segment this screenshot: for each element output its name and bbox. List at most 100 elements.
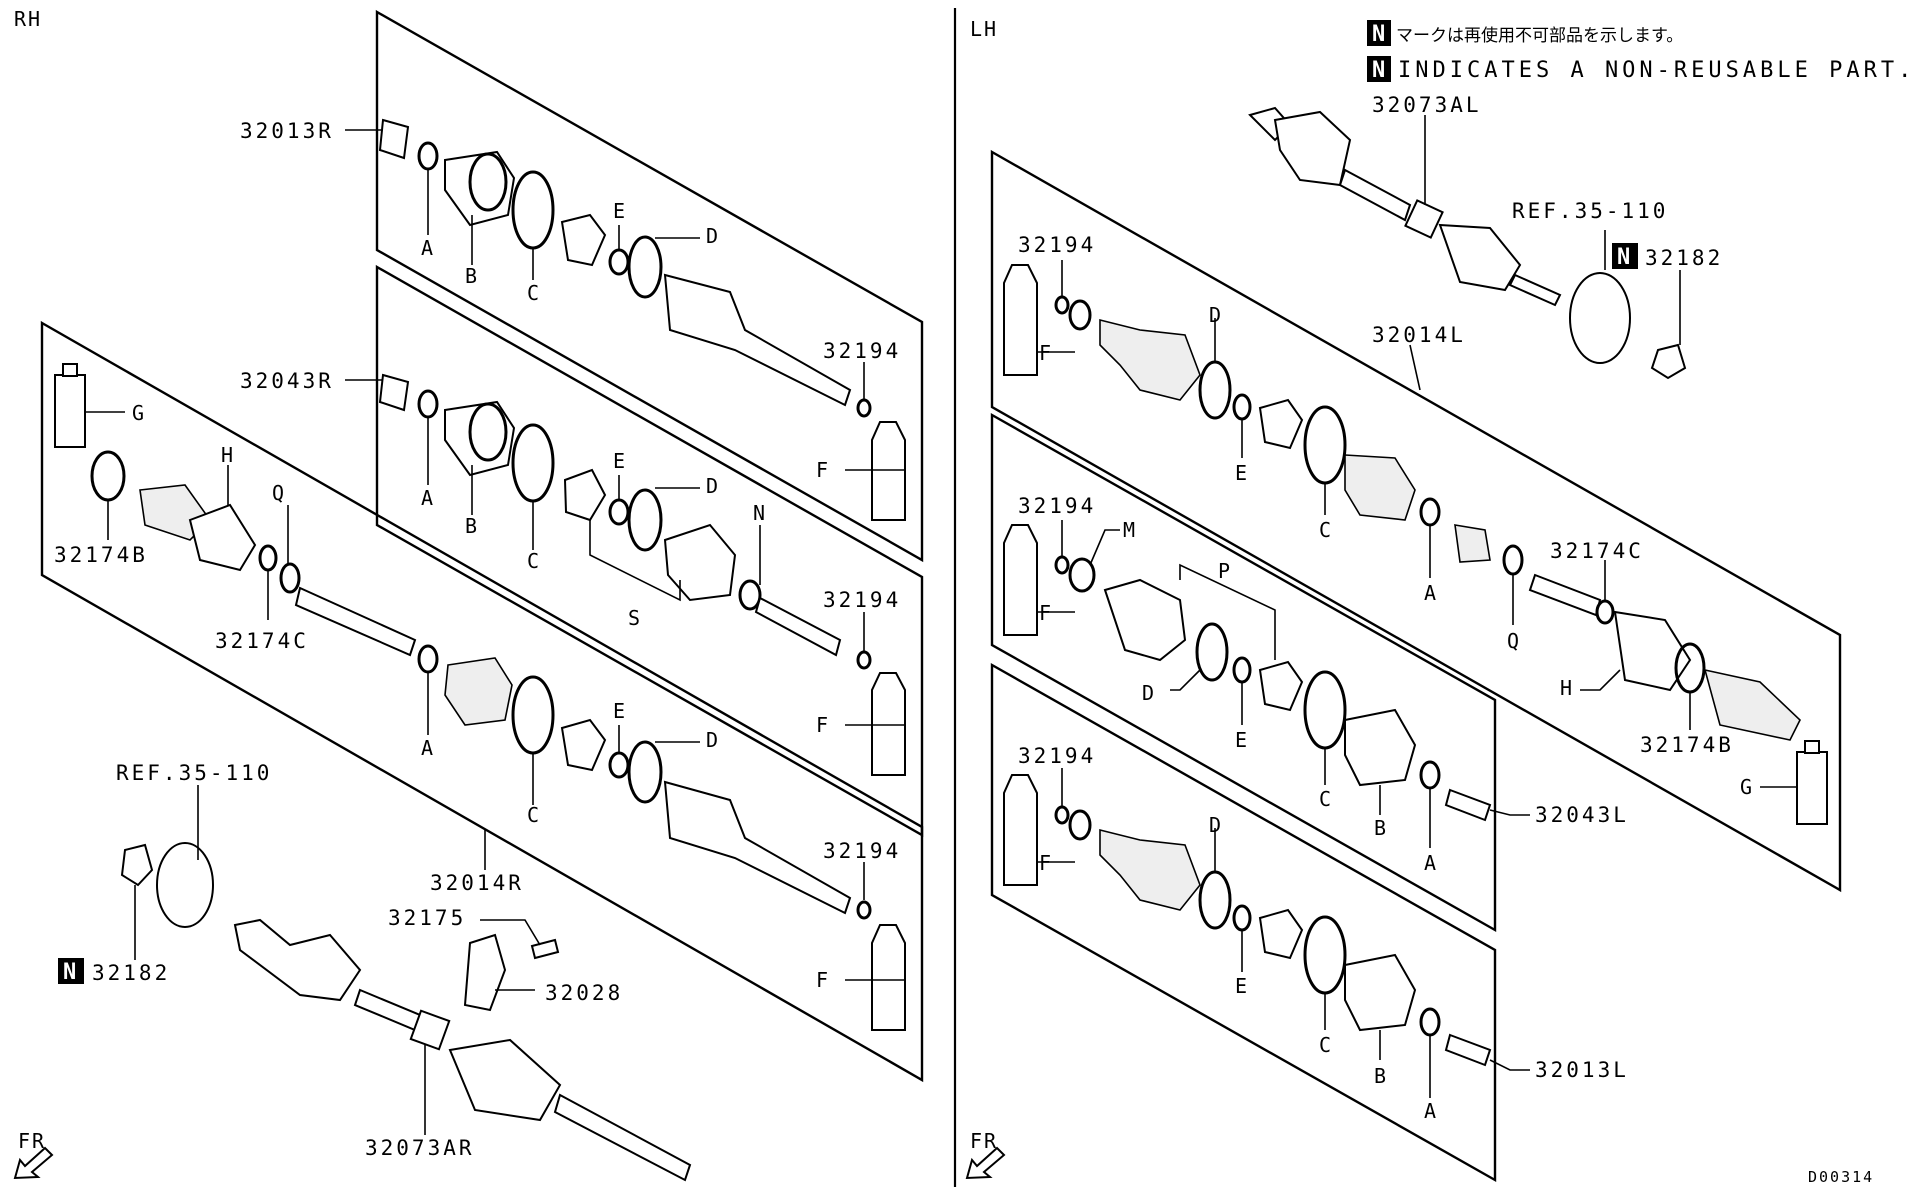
clamp-a-2 — [417, 389, 439, 419]
label-32014L: 32014L — [1372, 323, 1466, 347]
lh-32013L-parts — [1003, 774, 1492, 1067]
letter-c-l3: C — [1319, 1033, 1331, 1057]
letter-c-r1: C — [527, 281, 539, 305]
inner-joint-s — [663, 523, 737, 602]
shaft-piece-l1 — [1454, 524, 1491, 563]
letter-a-r1: A — [421, 236, 433, 260]
letter-a-r2: A — [421, 486, 433, 510]
panel-lh-32013L — [990, 662, 1497, 1183]
tripod-l3 — [1258, 908, 1304, 960]
letter-f-r2: F — [816, 713, 828, 737]
clamp-q — [279, 562, 301, 594]
housing-l1 — [1099, 318, 1201, 401]
label-32014R: 32014R — [430, 871, 524, 895]
tripod-2 — [563, 468, 607, 522]
rh-32013R-parts — [378, 118, 872, 418]
letter-d-r3: D — [706, 728, 718, 752]
damper-ring — [409, 1009, 451, 1051]
clamp-a-l1 — [1419, 497, 1441, 527]
clamp-32174C-l — [1595, 599, 1615, 625]
boot-b-l3 — [1344, 953, 1417, 1032]
clamp-c-l3 — [1303, 915, 1347, 995]
letter-d-r2: D — [706, 474, 718, 498]
rh-label: RH — [14, 7, 42, 31]
ring-e-l1 — [1232, 393, 1252, 421]
letter-c-r3: C — [527, 803, 539, 827]
n-badge-32182-r — [58, 958, 84, 984]
ring-d-l2 — [1195, 622, 1229, 682]
n-badge-en — [1367, 56, 1391, 82]
diagram-code: D00314 — [1808, 1168, 1874, 1186]
letter-a-l3: A — [1424, 1099, 1436, 1123]
ring-32194-3 — [856, 900, 872, 920]
outer-cv-l — [1438, 223, 1522, 292]
clamp-a — [417, 141, 439, 171]
rh-leaders — [85, 129, 905, 1135]
ring-n — [738, 579, 762, 611]
clamp-c-l1 — [1303, 405, 1347, 485]
bolt-32175 — [530, 938, 560, 960]
tripod-spider — [560, 213, 607, 267]
label-32174C: 32174C — [215, 629, 309, 653]
clamp-c-3 — [511, 675, 555, 755]
ring-d — [627, 235, 663, 299]
outer-cv-joint — [233, 918, 362, 1002]
inner-cv-l — [1273, 110, 1352, 187]
nut-32182 — [120, 843, 154, 887]
letter-f-l1: F — [1039, 341, 1051, 365]
n-badge-32182-l-letter: N — [1617, 245, 1630, 270]
letter-b-r1: B — [465, 264, 477, 288]
letter-e-r1: E — [613, 199, 625, 223]
letter-a-r3: A — [421, 736, 433, 760]
bracket-p — [1179, 563, 1276, 660]
label-32175: 32175 — [388, 906, 466, 930]
panel-rh-32013R — [375, 9, 924, 563]
label-32073AL: 32073AL — [1372, 93, 1482, 117]
ring-32194-l1 — [1054, 295, 1070, 315]
non-reusable-notes: N マークは再使用不可部品を示します。 N INDICATES A NON-RE… — [1367, 20, 1907, 83]
fr-left-icon — [13, 1146, 54, 1180]
label-32182-l: 32182 — [1645, 246, 1723, 270]
clamp-a-l3 — [1419, 1007, 1441, 1037]
letter-e-r2: E — [613, 449, 625, 473]
boot-ring-2 — [468, 402, 508, 462]
rh-hub-and-shaft — [120, 842, 692, 1182]
clamp-c-2 — [511, 423, 555, 503]
stub-l — [1508, 273, 1562, 307]
ring-d-2 — [627, 488, 663, 552]
letter-e-l2: E — [1235, 728, 1247, 752]
label-32013L: 32013L — [1535, 1058, 1629, 1082]
boot-ring — [468, 152, 508, 212]
shaft-end — [378, 118, 410, 160]
tripod-3 — [560, 718, 607, 772]
nut-l — [1650, 343, 1687, 380]
grease-g-l-cap — [1804, 740, 1820, 754]
shaft-rh — [294, 586, 417, 657]
letter-f-r1: F — [816, 458, 828, 482]
fr-arrow-right: FR — [965, 1129, 1006, 1180]
ring-f-l3 — [1068, 809, 1092, 841]
label-32174C-l: 32174C — [1550, 539, 1644, 563]
fr-arrow-left: FR — [13, 1129, 54, 1180]
n-badge-jp — [1367, 20, 1391, 46]
fr-right-label: FR — [970, 1129, 998, 1153]
bottle-f-2 — [871, 672, 906, 776]
rh-bottles — [871, 421, 906, 1031]
tripod-l2 — [1258, 660, 1304, 712]
letter-g-r: G — [132, 401, 144, 425]
label-32043L: 32043L — [1535, 803, 1629, 827]
label-32043R: 32043R — [240, 369, 334, 393]
hub-l — [1569, 272, 1631, 364]
bracket-32028 — [463, 933, 507, 1012]
inner-cv-joint — [448, 1038, 562, 1122]
letter-b-l3: B — [1374, 1064, 1386, 1088]
bracket-s — [589, 520, 681, 602]
n-badge-jp-letter: N — [1372, 22, 1385, 47]
boot-h-l — [1613, 610, 1692, 692]
letter-h-r: H — [221, 443, 233, 467]
ring-f-l1 — [1068, 299, 1092, 331]
boot-b — [444, 150, 516, 227]
letter-d-l1: D — [1209, 303, 1221, 327]
